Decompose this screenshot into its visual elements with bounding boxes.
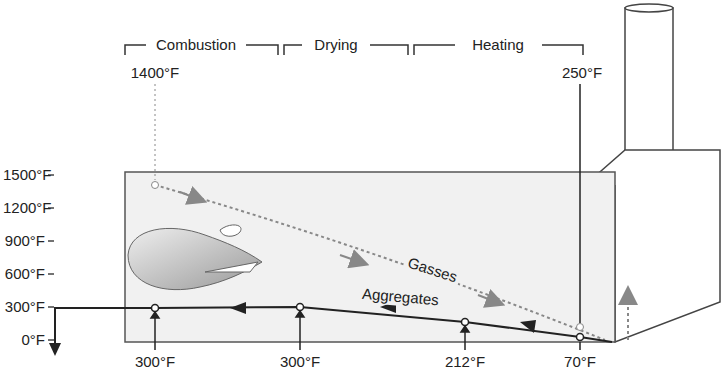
temperature-value: 300°F <box>135 354 175 371</box>
burner-flame <box>128 228 262 289</box>
zone-label: Heating <box>472 37 524 54</box>
axis-label: 600°F <box>5 266 45 283</box>
temperature-value: 250°F <box>562 65 602 82</box>
axis-label: 900°F <box>5 233 45 250</box>
aggregate-flow-line <box>55 307 612 345</box>
point-pointers <box>151 311 580 350</box>
zone-label: Combustion <box>156 37 236 54</box>
zone-label: Drying <box>314 37 357 54</box>
temperature-value: 212°F <box>445 354 485 371</box>
gas-flow-line <box>155 185 605 340</box>
axis-label: 1500°F <box>3 167 52 184</box>
temperature-value: 1400°F <box>131 65 180 82</box>
axis-label: 300°F <box>5 299 45 316</box>
dryer-drum <box>125 172 615 342</box>
temperature-value: 70°F <box>564 354 596 371</box>
chimney <box>625 8 673 158</box>
temperature-value: 300°F <box>280 354 320 371</box>
axis-label: 0°F <box>21 332 45 349</box>
leader-line <box>579 84 581 323</box>
axis-label: 1200°F <box>3 200 52 217</box>
